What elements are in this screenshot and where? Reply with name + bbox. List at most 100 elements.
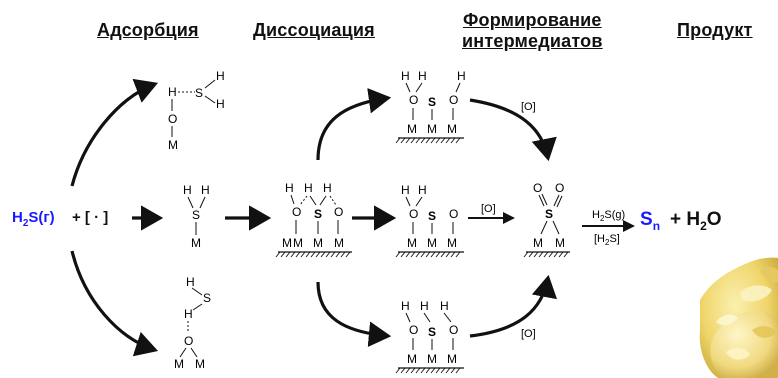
surface-hatch <box>558 251 564 258</box>
surface-hatch <box>440 137 446 144</box>
svg-text:S: S <box>195 86 203 100</box>
surface-hatch <box>543 251 549 258</box>
surface-hatch <box>455 251 461 258</box>
svg-text:S: S <box>545 207 553 221</box>
header-adsorption: Адсорбция <box>97 20 199 40</box>
svg-text:M: M <box>191 236 201 250</box>
intermediate-middle: H H O S O M M M <box>401 183 458 250</box>
svg-text:H: H <box>457 69 466 83</box>
svg-text:H: H <box>216 97 225 111</box>
surface-hatch <box>523 251 529 258</box>
reactant-plus-site: + [ · ] <box>72 209 108 226</box>
surface-hatch <box>310 251 316 258</box>
label-oxidant-top: [O] <box>521 101 536 113</box>
intermediate-bottom: H H H O S O M M M <box>401 299 458 366</box>
svg-text:H: H <box>440 299 449 313</box>
svg-text:M: M <box>407 122 417 136</box>
svg-text:M: M <box>313 236 323 250</box>
svg-text:M: M <box>447 122 457 136</box>
label-oxidant-bottom: [O] <box>521 328 536 340</box>
surface-hatch <box>410 367 416 374</box>
surface-sulfite-species: O O S M M <box>533 181 565 250</box>
surface-hatch <box>435 367 441 374</box>
surface-hatch <box>528 251 534 258</box>
label-h2s-gas: H2S(g) <box>592 209 625 223</box>
dissociation-complex: H H H O S O M M M M <box>282 181 344 250</box>
svg-text:M: M <box>427 236 437 250</box>
surface-hatch <box>285 251 291 258</box>
surface-hatch <box>435 251 441 258</box>
svg-text:S: S <box>428 209 436 223</box>
svg-text:H: H <box>401 69 410 83</box>
surface-hatch <box>533 251 539 258</box>
surface-hatch <box>410 251 416 258</box>
surface-hatch <box>548 251 554 258</box>
surface-hatch <box>395 367 401 374</box>
surface-hatch <box>435 137 441 144</box>
surface-hatch <box>450 137 456 144</box>
surface-hatch <box>440 251 446 258</box>
svg-text:M: M <box>407 352 417 366</box>
svg-text:O: O <box>409 207 418 221</box>
surface-hatch <box>320 251 326 258</box>
header-formation-line1: Формирование <box>462 10 602 30</box>
surface-hatch-group <box>275 137 570 374</box>
svg-text:M: M <box>334 236 344 250</box>
surface-hatch <box>553 251 559 258</box>
svg-text:O: O <box>292 205 301 219</box>
surface-hatch <box>450 251 456 258</box>
svg-text:H: H <box>285 181 294 195</box>
svg-text:H: H <box>418 183 427 197</box>
surface-hatch <box>415 367 421 374</box>
svg-text:H: H <box>418 69 427 83</box>
surface-hatch <box>415 137 421 144</box>
surface-hatch <box>345 251 351 258</box>
svg-text:O: O <box>409 323 418 337</box>
arrow-to-adsorption-top <box>70 78 158 187</box>
surface-hatch <box>300 251 306 258</box>
svg-text:H: H <box>323 181 332 195</box>
adsorbate-middle: H H S M <box>183 183 210 250</box>
svg-text:S: S <box>203 291 211 305</box>
surface-hatch <box>405 367 411 374</box>
arrow-bottom-oxidation <box>469 274 558 338</box>
surface-hatch <box>315 251 321 258</box>
surface-hatch <box>400 251 406 258</box>
sulfur-pile-image <box>699 257 778 378</box>
surface-hatch <box>415 251 421 258</box>
surface-hatch <box>450 367 456 374</box>
arrow-top-oxidation <box>469 98 557 162</box>
svg-text:H: H <box>186 275 195 289</box>
svg-text:O: O <box>409 93 418 107</box>
surface-hatch <box>400 367 406 374</box>
surface-hatch <box>280 251 286 258</box>
svg-text:M: M <box>282 236 292 250</box>
svg-text:M: M <box>407 236 417 250</box>
svg-text:O: O <box>449 323 458 337</box>
arrow-to-adsorption-bottom <box>70 250 159 357</box>
surface-hatch <box>275 251 281 258</box>
svg-text:S: S <box>428 95 436 109</box>
svg-text:H: H <box>401 299 410 313</box>
svg-text:S: S <box>428 325 436 339</box>
surface-hatch <box>430 367 436 374</box>
svg-text:O: O <box>334 205 343 219</box>
surface-hatch <box>340 251 346 258</box>
surface-hatch <box>563 251 569 258</box>
header-intermediate-formation: Формирование интермедиатов <box>462 10 603 52</box>
surface-hatch <box>410 137 416 144</box>
adsorbate-bottom: H S H O M M <box>174 275 211 371</box>
surface-hatch <box>425 137 431 144</box>
surface-hatch <box>420 137 426 144</box>
surface-hatch <box>325 251 331 258</box>
svg-text:H: H <box>201 183 210 197</box>
intermediate-top: H H H O S O M M M <box>401 69 466 136</box>
product-water: + H2O <box>670 209 722 233</box>
surface-hatch <box>425 251 431 258</box>
surface-hatch <box>455 367 461 374</box>
svg-text:O: O <box>449 93 458 107</box>
surface-hatch <box>445 137 451 144</box>
surface-hatch <box>400 137 406 144</box>
svg-text:M: M <box>195 357 205 371</box>
